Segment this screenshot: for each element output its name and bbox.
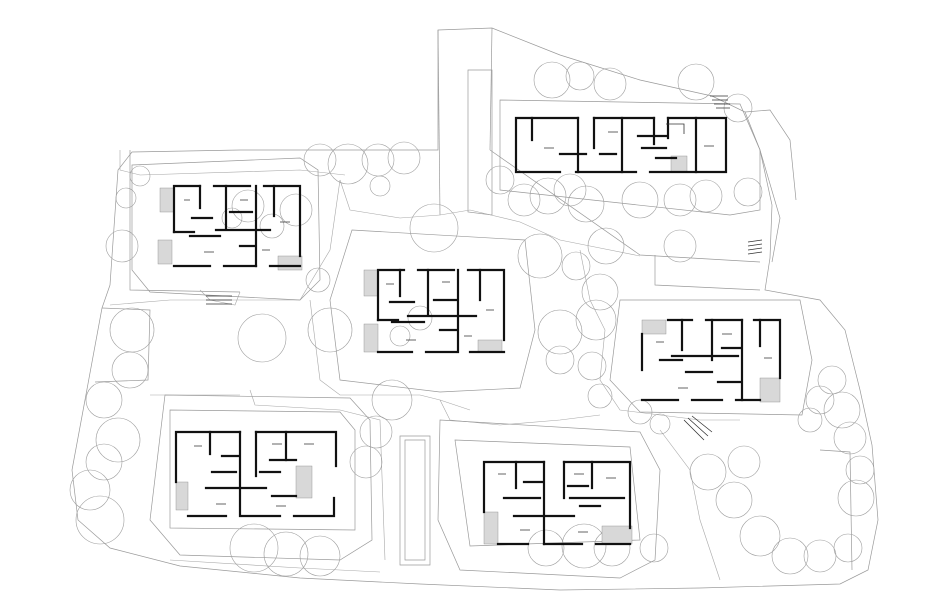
tree-canopy [805, 385, 835, 415]
tree-canopy [409, 203, 459, 253]
tree-canopy [389, 325, 411, 347]
tree-canopy [111, 351, 149, 389]
tree-canopy [567, 185, 605, 223]
tree-canopy [75, 495, 125, 545]
tree-canopy [529, 177, 567, 215]
tree-canopy [833, 421, 867, 455]
tree-canopy [221, 207, 243, 229]
tree-canopy [305, 267, 331, 293]
tree-canopy [587, 383, 613, 409]
tree-canopy [845, 455, 875, 485]
building-center [363, 268, 506, 354]
tree-canopy [485, 165, 515, 195]
building-southwest [174, 430, 338, 518]
tree-canopy [689, 453, 727, 491]
tree-canopy [105, 229, 139, 263]
tree-canopy [627, 399, 653, 425]
tree-canopy [359, 415, 393, 449]
tree-canopy [771, 537, 809, 575]
tree-canopy [237, 313, 287, 363]
tree-canopy [649, 413, 671, 435]
tree-canopy [371, 379, 413, 421]
tree-canopy [817, 365, 847, 395]
tree-canopy [715, 481, 753, 519]
tree-canopy [677, 63, 715, 101]
tree-canopy [739, 515, 781, 557]
tree-canopy [527, 529, 565, 567]
tree-canopy [797, 407, 823, 433]
tree-canopy [407, 305, 433, 331]
tree-canopy [733, 177, 763, 207]
tree-canopy [85, 443, 123, 481]
tree-canopy [593, 67, 627, 101]
tree-canopy [553, 173, 587, 207]
tree-canopy [533, 61, 571, 99]
site-outline [71, 27, 879, 591]
tree-canopy [95, 417, 141, 463]
tree-canopy [85, 381, 123, 419]
tree-canopy [279, 193, 313, 227]
tree-canopy [349, 445, 383, 479]
tree-canopy [565, 61, 595, 91]
tree-canopy [115, 187, 137, 209]
tree-canopy [803, 539, 837, 573]
tree-canopy [561, 251, 591, 281]
tree-canopy [231, 189, 265, 223]
tree-canopy [263, 531, 309, 577]
tree-canopy [823, 391, 861, 429]
tree-canopy [109, 307, 155, 353]
tree-canopy [507, 183, 541, 217]
tree-canopy [361, 143, 395, 177]
tree-canopy [303, 143, 337, 177]
tree-canopy [307, 307, 353, 353]
tree-canopy [69, 469, 111, 511]
tree-canopy [229, 523, 279, 573]
tree-canopy [575, 299, 617, 341]
courtyards [131, 99, 813, 579]
tree-canopy [639, 533, 669, 563]
tree-canopy [581, 273, 619, 311]
tree-canopy [727, 445, 761, 479]
stairs [206, 95, 763, 441]
building-north [514, 116, 728, 174]
tree-canopy [259, 213, 285, 239]
tree-canopy [561, 523, 607, 569]
tree-canopy [833, 533, 863, 563]
building-east [640, 318, 782, 403]
tree-canopy [837, 479, 875, 517]
building-west [157, 184, 303, 271]
tree-canopy [587, 227, 625, 265]
tree-canopy [537, 309, 583, 355]
tree-canopy [129, 165, 151, 187]
tree-canopy [663, 229, 697, 263]
building-south [482, 460, 633, 546]
tree-canopy [517, 233, 563, 279]
tree-canopy [577, 351, 607, 381]
tree-canopy [663, 183, 697, 217]
tree-canopy [327, 143, 369, 185]
buildings [157, 116, 782, 546]
tree-canopy [387, 141, 421, 175]
tree-canopy [545, 345, 575, 375]
tree-canopy [299, 535, 341, 577]
tree-canopy [689, 179, 723, 213]
tree-canopy [621, 181, 659, 219]
tree-canopy [369, 175, 391, 197]
